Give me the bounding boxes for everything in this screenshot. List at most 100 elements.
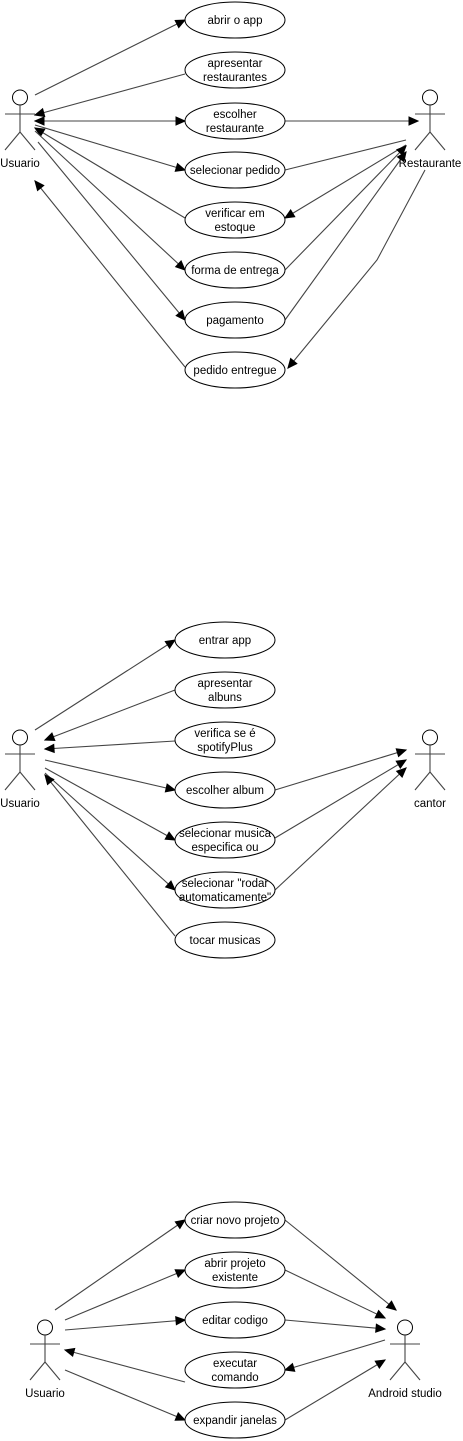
arrowhead xyxy=(174,1269,187,1279)
use-case-ellipse[interactable] xyxy=(174,871,276,909)
use-case-ellipse[interactable] xyxy=(184,1301,286,1339)
use-case-ellipse[interactable] xyxy=(174,771,276,809)
association-arrow xyxy=(44,759,177,793)
arrowhead xyxy=(174,260,186,271)
association-arrow xyxy=(44,772,176,891)
use-case-ellipse[interactable] xyxy=(184,1401,286,1439)
actor-left-leg xyxy=(414,131,431,151)
association-line xyxy=(284,139,407,171)
use-case-entregue[interactable]: pedido entregue xyxy=(184,351,286,389)
arrowhead xyxy=(33,127,46,137)
association-line xyxy=(287,169,426,369)
association-arrow xyxy=(34,124,187,172)
association-arrow xyxy=(33,116,187,126)
arrowhead xyxy=(175,116,187,126)
use-case-label: entrar app xyxy=(199,635,251,647)
use-case-ellipse[interactable] xyxy=(184,151,286,189)
association-line xyxy=(44,689,176,741)
actor-label: Android studio xyxy=(368,1388,442,1400)
association-line xyxy=(44,759,176,791)
use-case-label: verifica se é xyxy=(194,728,255,740)
use-case-ellipse[interactable] xyxy=(174,671,276,709)
association-arrow xyxy=(287,169,426,369)
use-case-ellipse[interactable] xyxy=(184,102,286,140)
actor-usuario: Usuario xyxy=(0,729,40,810)
use-case-pagamento[interactable]: pagamento xyxy=(184,301,286,339)
use-case-ellipse[interactable] xyxy=(184,351,286,389)
association-line xyxy=(34,19,186,96)
use-case-label: automaticamente" xyxy=(179,892,271,904)
use-case-ellipse[interactable] xyxy=(184,201,286,239)
actor-head xyxy=(422,729,438,746)
actor-cantor: cantor xyxy=(414,729,446,810)
use-case-ellipse[interactable] xyxy=(174,821,276,859)
actor-usuario: Usuario xyxy=(0,89,40,170)
use-case-editar[interactable]: editar codigo xyxy=(184,1301,286,1339)
use-case-tocar[interactable]: tocar musicas xyxy=(174,921,276,959)
association-arrow xyxy=(274,767,407,891)
association-arrow xyxy=(284,139,407,171)
arrowhead xyxy=(174,19,187,29)
actor-right-leg xyxy=(429,131,446,151)
use-case-label: forma de entrega xyxy=(191,265,279,277)
use-case-entrar[interactable]: entrar app xyxy=(174,621,276,659)
use-case-label: executar xyxy=(213,1358,257,1370)
arrowhead xyxy=(43,732,56,742)
arrowhead xyxy=(34,180,45,192)
arrowhead xyxy=(164,639,177,650)
association-line xyxy=(44,774,176,937)
use-case-label: tocar musicas xyxy=(190,935,261,947)
use-case-forma[interactable]: forma de entrega xyxy=(184,251,286,289)
use-case-label: escolher album xyxy=(186,785,264,797)
association-line xyxy=(284,1339,386,1371)
use-case-label: abrir projeto xyxy=(204,1258,265,1270)
arrowhead xyxy=(287,357,298,369)
use-case-ellipse[interactable] xyxy=(174,721,276,759)
use-case-verifica[interactable]: verifica se é spotifyPlus xyxy=(174,721,276,759)
association-line xyxy=(64,1319,186,1331)
use-case-escolher[interactable]: escolher album xyxy=(174,771,276,809)
association-arrow xyxy=(44,774,176,937)
arrowhead xyxy=(44,774,55,786)
use-case-expandir[interactable]: expandir janelas xyxy=(184,1401,286,1439)
diagram-3: Usuario Android studio criar novo projeto a… xyxy=(25,1201,442,1439)
use-case-label: spotifyPlus xyxy=(197,742,253,754)
association-arrow xyxy=(284,1269,387,1319)
use-case-ellipse[interactable] xyxy=(184,1,286,39)
association-arrow xyxy=(33,127,186,219)
association-arrow xyxy=(63,1347,186,1383)
arrowhead xyxy=(164,880,176,891)
use-case-ellipse[interactable] xyxy=(184,1251,286,1289)
use-case-ellipse[interactable] xyxy=(184,251,286,289)
actor-right-leg xyxy=(429,771,446,791)
use-case-ellipse[interactable] xyxy=(174,921,276,959)
association-line xyxy=(284,1219,397,1311)
association-arrow xyxy=(64,1269,187,1321)
actor-right-leg xyxy=(404,1361,421,1381)
use-case-criar[interactable]: criar novo projeto xyxy=(184,1201,286,1239)
use-case-label: selecionar musica xyxy=(179,828,272,840)
actor-left-leg xyxy=(29,1361,46,1381)
actor-restaurante: Restaurante xyxy=(399,89,461,170)
use-case-ellipse[interactable] xyxy=(184,51,286,89)
use-case-ellipse[interactable] xyxy=(184,1351,286,1389)
arrowhead xyxy=(43,743,55,754)
use-case-selecionar[interactable]: selecionar pedido xyxy=(184,151,286,189)
association-arrow xyxy=(43,740,176,754)
use-case-ellipse[interactable] xyxy=(184,1201,286,1239)
use-case-ellipse[interactable] xyxy=(174,621,276,659)
use-case-label: pedido entregue xyxy=(193,365,276,377)
actor-label: Usuario xyxy=(25,1388,65,1400)
use-case-ellipse[interactable] xyxy=(184,301,286,339)
use-case-abrir[interactable]: abrir o app xyxy=(184,1,286,39)
actor-head xyxy=(422,89,438,106)
association-line xyxy=(34,180,186,368)
